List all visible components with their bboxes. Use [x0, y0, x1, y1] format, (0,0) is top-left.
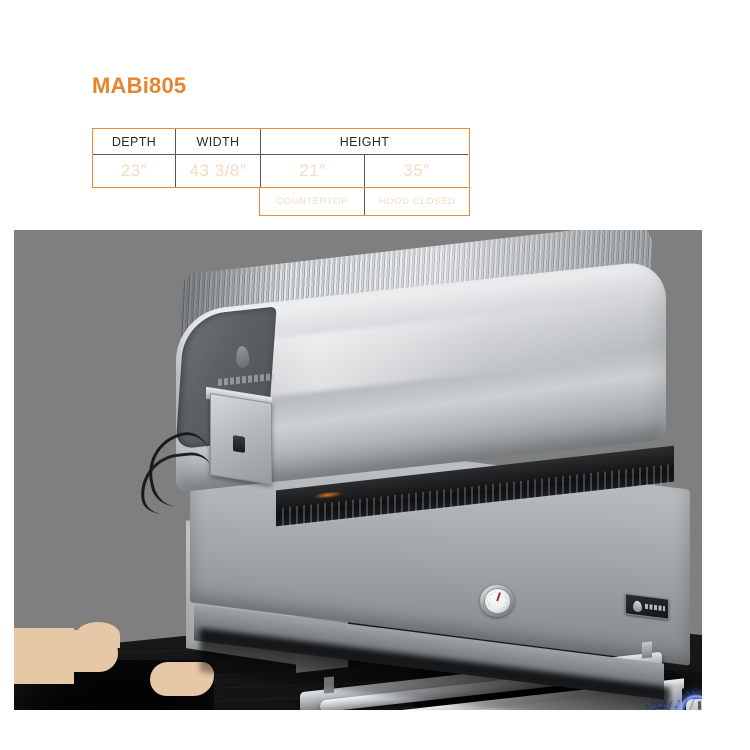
burner-knob-7: [674, 690, 702, 710]
spec-value-height-hood-closed: 35″: [364, 155, 468, 187]
thermometer-dial: [483, 588, 511, 614]
spec-table-main: DEPTH 23″ WIDTH 43 3/8″ HEIGHT 21″ 35″: [92, 128, 470, 188]
grill-unit: [14, 230, 702, 710]
nameplate-flame-icon: [633, 600, 642, 613]
spec-value-height-countertop: 21″: [299, 161, 326, 180]
hood-thermometer: [480, 585, 514, 617]
spec-height-subrow: 21″ 35″: [261, 155, 468, 187]
product-photo: [14, 230, 702, 710]
nameplate-text: [645, 603, 665, 612]
spec-note-row: COUNTERTOP HOOD CLOSED: [259, 187, 470, 216]
spec-value-depth: 23″: [120, 161, 148, 180]
spec-header-depth: DEPTH: [93, 129, 175, 155]
spec-column-height: HEIGHT 21″ 35″: [260, 129, 468, 187]
junction-box-socket: [233, 435, 245, 453]
spec-note-hood-closed: HOOD CLOSED: [364, 188, 469, 215]
spec-table: DEPTH 23″ WIDTH 43 3/8″ HEIGHT 21″ 35″ C…: [92, 128, 470, 216]
handle-post-right: [642, 641, 652, 659]
spec-note-countertop: COUNTERTOP: [275, 196, 349, 207]
power-cable-2: [137, 450, 215, 516]
knob-pointer-7: [698, 701, 701, 710]
spec-column-depth: DEPTH 23″: [93, 129, 175, 187]
page-title: MABi805: [92, 73, 187, 98]
spec-column-width: WIDTH 43 3/8″: [175, 129, 260, 187]
spec-header-width: WIDTH: [176, 129, 260, 155]
spec-value-width: 43 3/8″: [189, 161, 247, 180]
mask-blob-left-2: [14, 628, 74, 684]
knob-body-7: [686, 699, 702, 710]
mask-blob-left-3: [76, 622, 120, 648]
spec-header-height: HEIGHT: [261, 129, 468, 155]
